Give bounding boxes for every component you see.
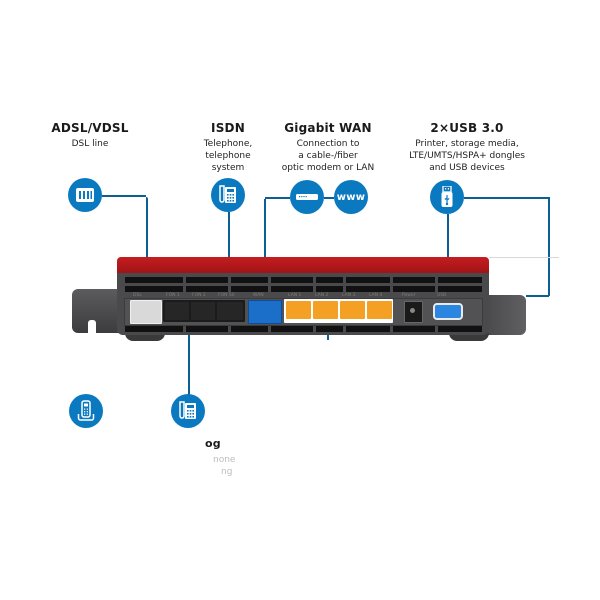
wan-description: Connection to a cable-/fiber optic modem… [281,139,375,173]
analog-description-fragment-1: none [213,455,236,465]
wan-connector-h [265,197,290,199]
router-vent-slot [316,326,343,332]
power-port-pin [410,308,415,313]
www-icon-text: www [336,191,366,203]
www-icon: www [334,180,368,214]
router-vent-slot [316,277,343,283]
router-vent-slot [186,277,228,283]
analog-description-fragment-2: ng [221,467,233,477]
isdn-connector [228,212,230,287]
usb-port[interactable] [433,303,463,320]
port-label: LAN 4 [369,293,383,298]
adsl-connector-h [102,195,146,197]
lan-1-port[interactable] [286,301,311,319]
usb-connector-v [447,214,449,287]
wan-title: Gigabit WAN [284,121,372,135]
router-vent-slot [346,286,390,292]
router-vent-slot [438,277,482,283]
modem-www-connector [324,197,334,199]
router-vent-slot [438,326,482,332]
router-vent-slot [316,286,343,292]
router-vent-slot [271,286,313,292]
router-vent-slot [393,326,435,332]
router-vent-slot [271,326,313,332]
usb-stick-icon [430,180,464,214]
router-vent-slot [231,326,268,332]
modem-icon [290,180,324,214]
cordless-phone-icon [69,394,103,428]
port-label: WAN [253,293,264,298]
wan-connector-v [264,199,266,287]
dsl-port[interactable] [130,300,162,324]
router-vent-slot [231,286,268,292]
fon-2-port[interactable] [191,302,215,320]
isdn-title: ISDN [211,121,245,135]
analog-phone-icon [171,394,205,428]
router-vent-slot [346,326,390,332]
port-label: FON 2 [192,293,206,298]
usb-title: 2×USB 3.0 [430,121,504,135]
router-vent-slot [125,277,183,283]
port-label: DSL [133,293,142,298]
router-vent-slot [346,277,390,283]
usb-connector-v-right [548,197,550,296]
lan-4-port[interactable] [367,301,392,319]
dsl-splitter-icon [68,178,102,212]
lan-3-port[interactable] [340,301,365,319]
lan-2-port[interactable] [313,301,338,319]
router-stand-right [449,333,489,341]
adsl-description: DSL line [71,139,109,149]
fon-s0-port[interactable] [217,302,243,320]
router-vent-slot [393,286,435,292]
port-label: LAN 3 [342,293,356,298]
router-vent-slot [125,286,183,292]
fon-1-port[interactable] [165,302,189,320]
router-vent-slot [438,286,482,292]
desk-phone-icon [211,178,245,212]
router-vent-slot [393,277,435,283]
router-right-foot [486,295,526,335]
port-label: FON 1 [166,293,180,298]
router-foot-notch [88,320,96,333]
wan-port[interactable] [248,300,282,324]
router-red-top [117,257,489,274]
port-label: LAN 1 [288,293,302,298]
port-label: FON S0 [218,293,235,298]
analog-title-fragment: og [205,437,221,450]
router-vent-slot [271,277,313,283]
usb-connector-h-top [464,197,548,199]
router-vent-slot [186,326,228,332]
router-shadow-line [489,257,559,258]
isdn-description: Telephone, telephone system [203,139,253,173]
fon-connector [188,335,190,395]
port-label: Power [402,293,416,298]
router-vent-slot [125,326,183,332]
lan-connector [327,330,329,340]
port-label: USB [437,293,447,298]
usb-description: Printer, storage media, LTE/UMTS/HSPA+ d… [409,139,525,173]
router-vent-slot [231,277,268,283]
adsl-connector-v [146,197,148,287]
adsl-title: ADSL/VDSL [51,121,129,135]
port-label: LAN 2 [315,293,329,298]
router-vent-slot [186,286,228,292]
router-stand-left [125,333,165,341]
usb-connector-h-bottom [526,295,549,297]
